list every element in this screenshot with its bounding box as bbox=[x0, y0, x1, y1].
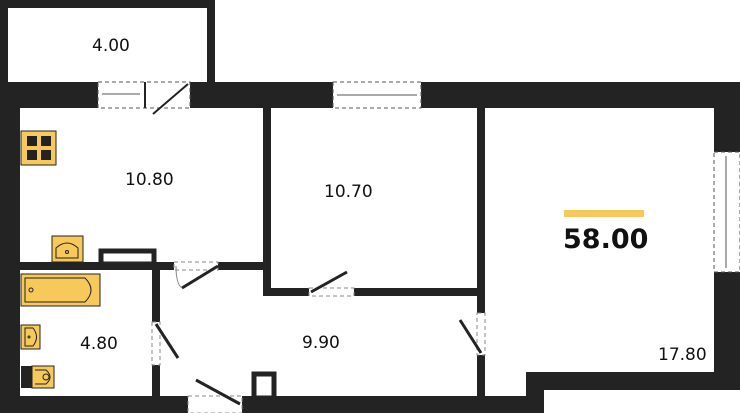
living-room-area-label: 17.80 bbox=[658, 345, 707, 365]
balcony-area-label: 4.00 bbox=[92, 36, 130, 56]
kitchen-sink-icon bbox=[51, 235, 84, 263]
bedroom-area-label: 10.70 bbox=[324, 182, 373, 202]
total-area-value: 58.00 bbox=[563, 224, 649, 255]
bathroom-area-label: 4.80 bbox=[80, 334, 118, 354]
toilet-icon bbox=[21, 365, 55, 389]
doors bbox=[144, 82, 486, 413]
interior-walls bbox=[20, 108, 485, 413]
exterior-walls bbox=[0, 82, 740, 413]
kitchen-area-label: 10.80 bbox=[125, 170, 174, 190]
bathroom-sink-icon bbox=[20, 324, 41, 350]
total-area-accent-bar bbox=[564, 210, 644, 217]
balcony-walls bbox=[0, 0, 215, 82]
bathtub-icon bbox=[20, 273, 101, 307]
kitchen-stove-icon bbox=[20, 130, 57, 166]
hallway-area-label: 9.90 bbox=[302, 333, 340, 353]
